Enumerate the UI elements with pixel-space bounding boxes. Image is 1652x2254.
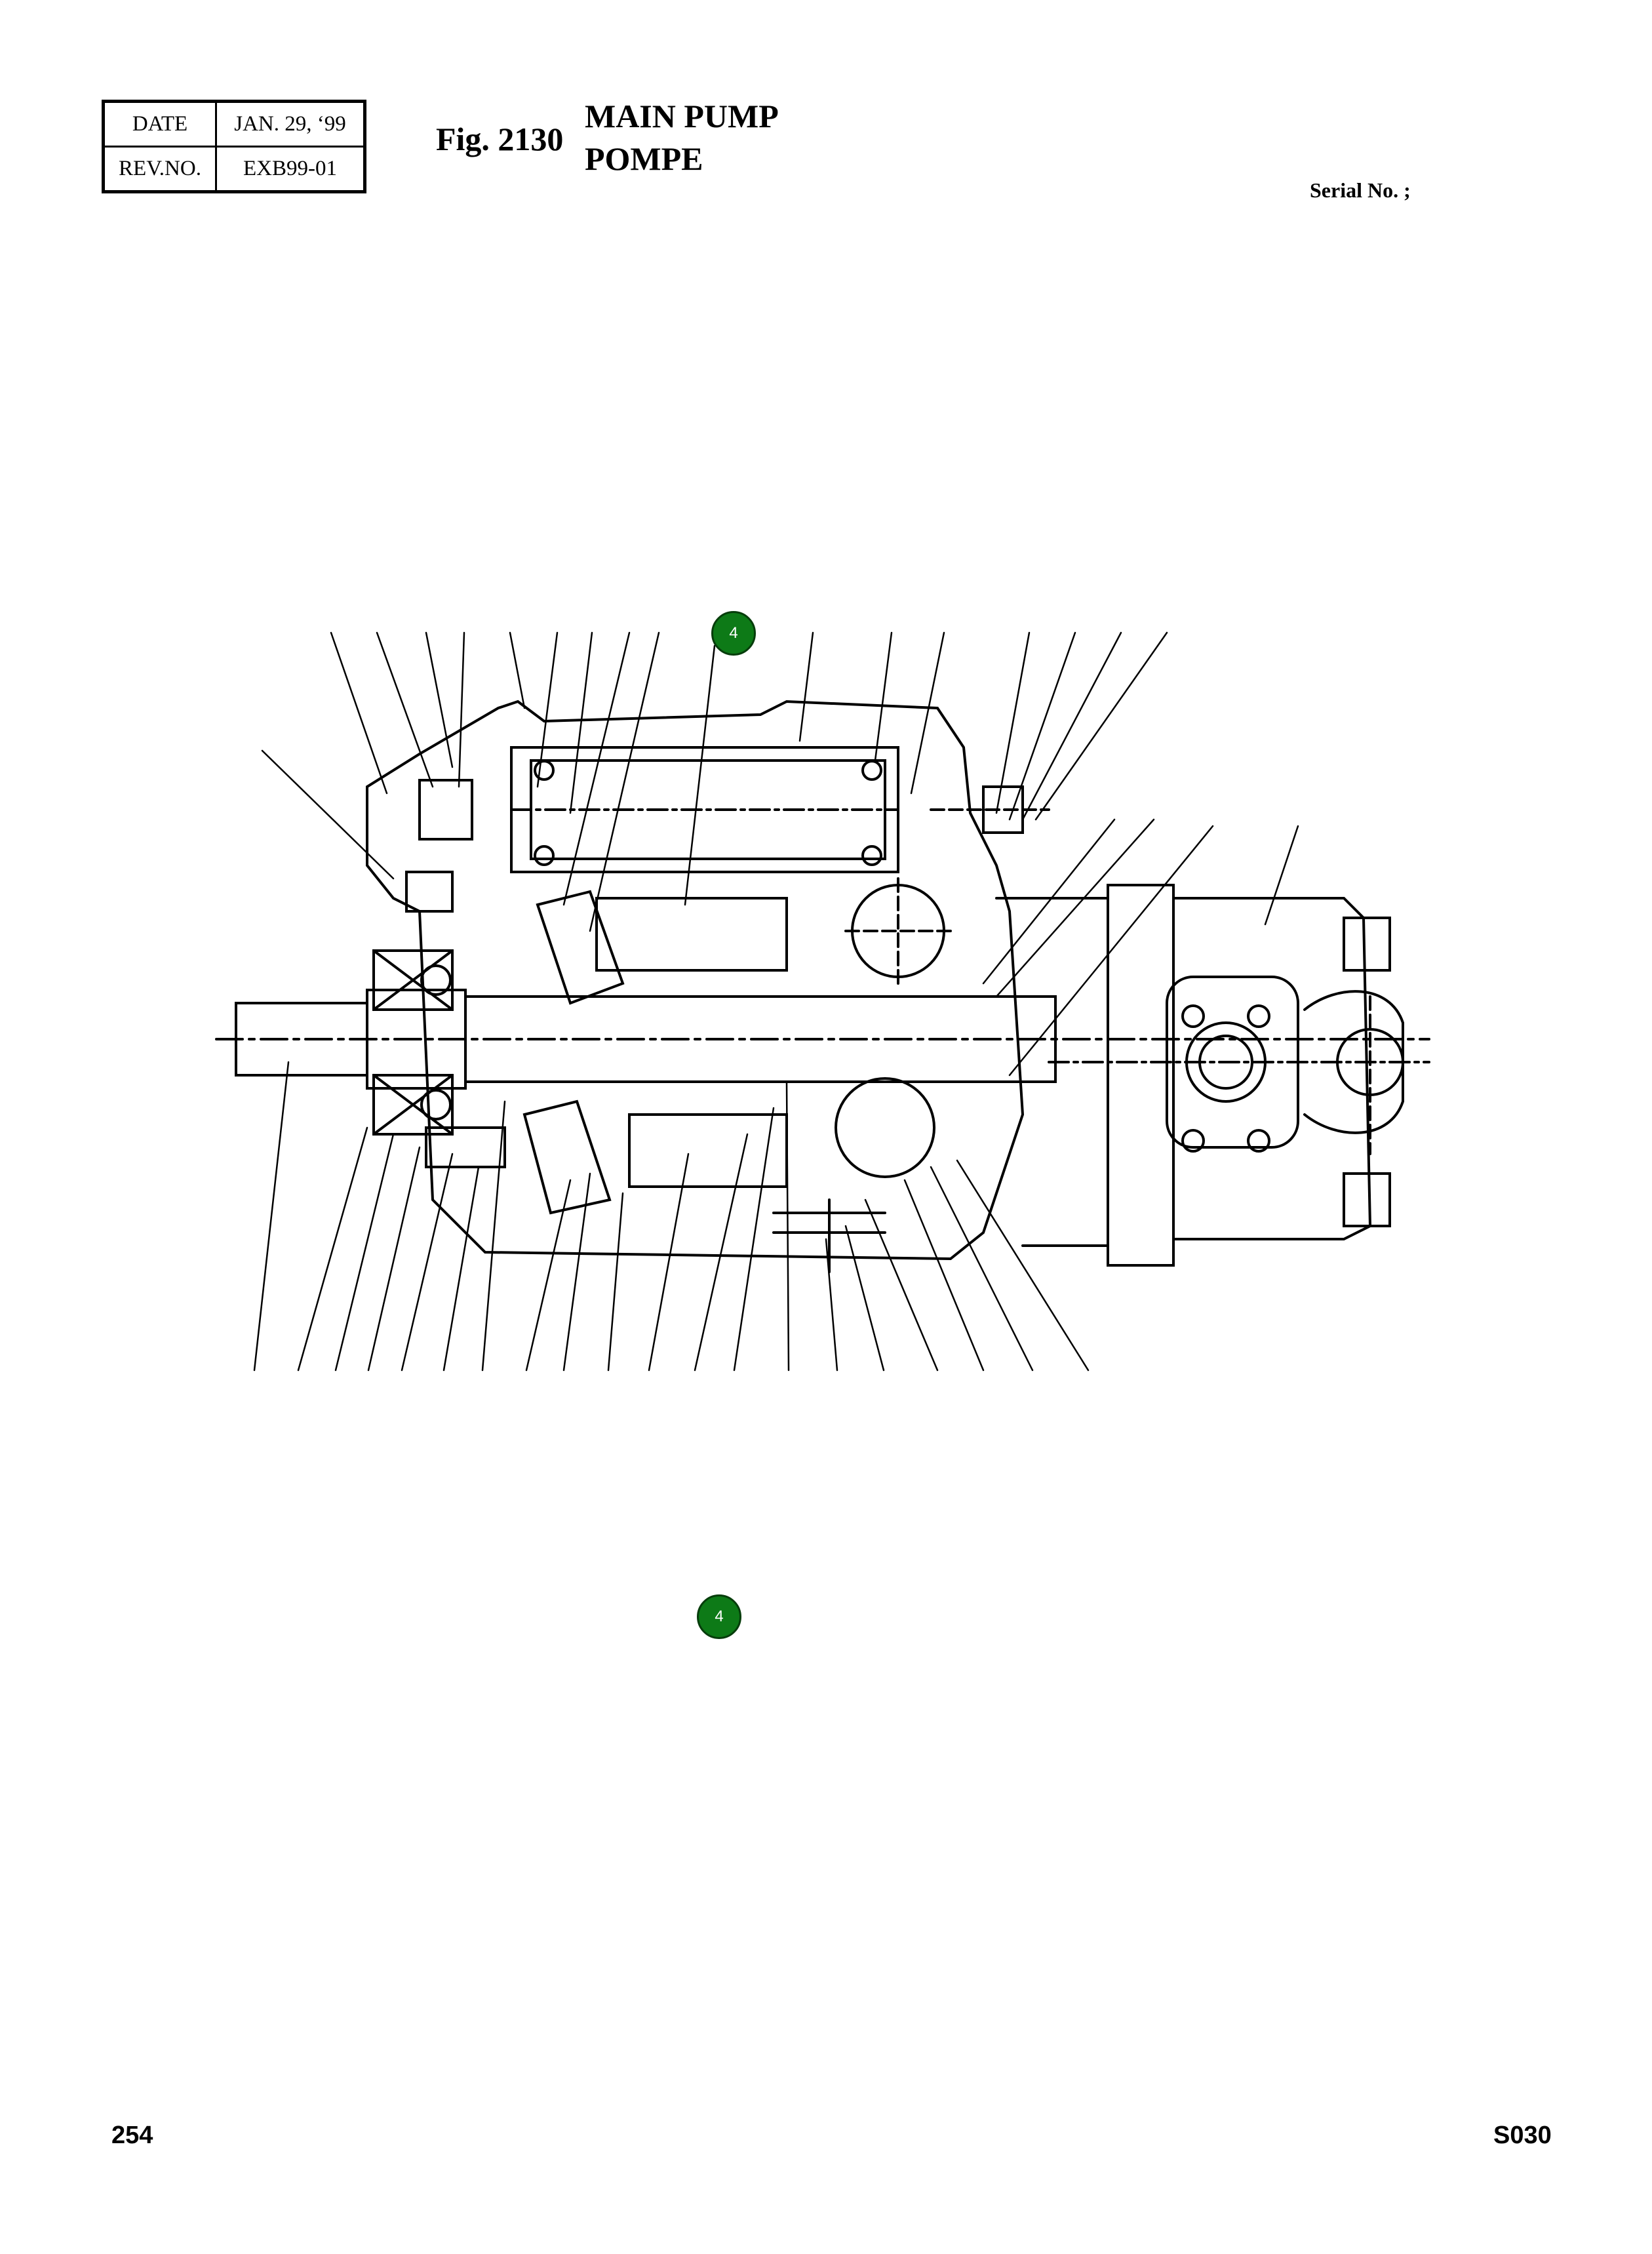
serial-number: Serial No. ;: [1310, 178, 1411, 202]
swash-plate: [536, 890, 625, 1005]
piston-upper: [595, 897, 788, 972]
part-callout-marker[interactable]: 4: [711, 611, 756, 656]
legend-callout-marker[interactable]: 4: [697, 1594, 741, 1639]
rev-label: REV.NO.: [102, 146, 217, 193]
rev-value: EXB99-01: [215, 146, 366, 193]
date-label: DATE: [102, 100, 217, 148]
page-number: 254: [111, 2122, 153, 2149]
page-code: S030: [1493, 2122, 1552, 2149]
figure-number: Fig. 2130: [436, 121, 564, 157]
figure-title: MAIN PUMP: [585, 98, 779, 134]
pump-housing-outline: [366, 700, 1025, 1261]
date-value: JAN. 29, ‘99: [215, 100, 366, 148]
revision-table: DATE JAN. 29, ‘99 REV.NO. EXB99-01: [102, 100, 366, 193]
figure-subtitle: POMPE: [585, 140, 703, 177]
port-lower: [835, 1077, 935, 1178]
front-bearing: [372, 949, 454, 1011]
